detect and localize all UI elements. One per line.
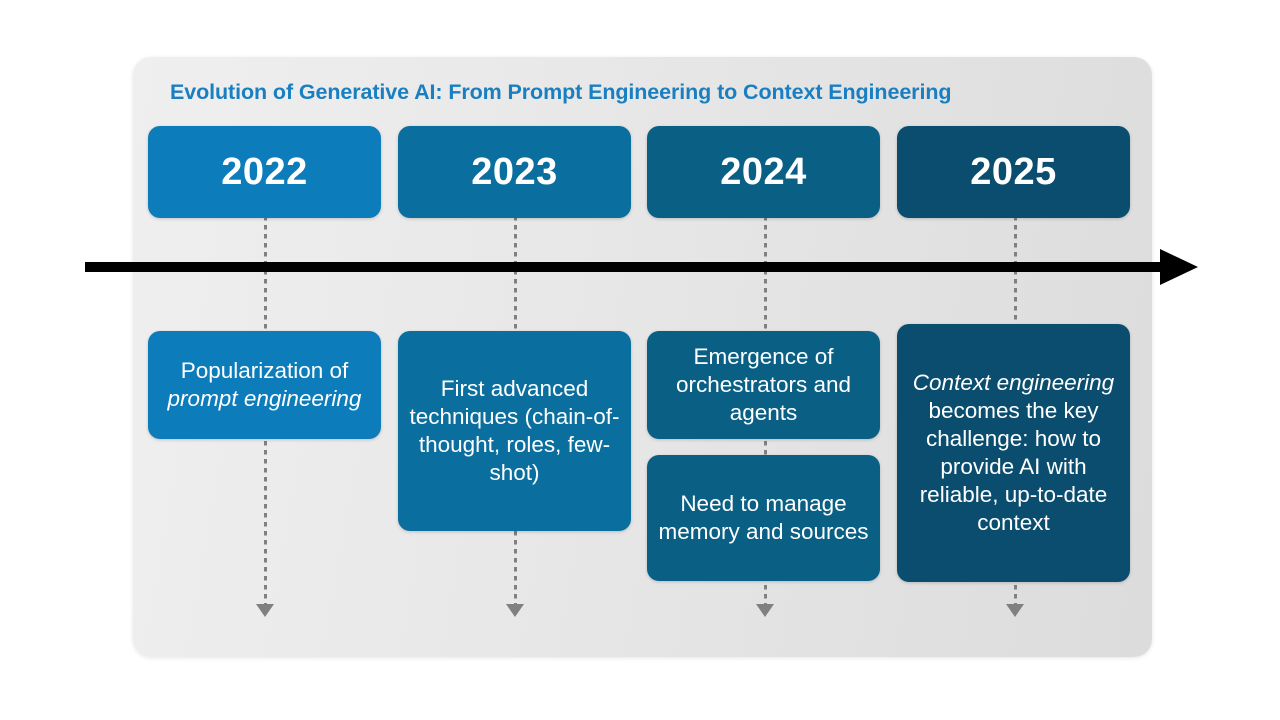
connector-arrow-down-icon-2025 — [1006, 604, 1024, 617]
content-card-text: Need to manage memory and sources — [658, 491, 869, 544]
content-card-text: Emergence of orchestrators and agents — [675, 344, 852, 425]
content-card-2024-1[interactable]: Emergence of orchestrators and agents — [647, 331, 880, 439]
content-card-text: Context engineering becomes the key chal… — [912, 370, 1115, 535]
timeline-arrow-shaft — [85, 262, 1178, 272]
year-box-2025[interactable]: 2025 — [897, 126, 1130, 218]
year-box-2022[interactable]: 2022 — [148, 126, 381, 218]
content-card-2024-2[interactable]: Need to manage memory and sources — [647, 455, 880, 581]
connector-arrow-down-icon-2022 — [256, 604, 274, 617]
connector-arrow-down-icon-2023 — [506, 604, 524, 617]
connector-arrow-down-icon-2024 — [756, 604, 774, 617]
content-card-2025-1[interactable]: Context engineering becomes the key chal… — [897, 324, 1130, 582]
year-box-2024[interactable]: 2024 — [647, 126, 880, 218]
content-card-2022-1[interactable]: Popularization of prompt engineering — [148, 331, 381, 439]
page-title: Evolution of Generative AI: From Prompt … — [170, 80, 952, 104]
timeline-arrow-head-icon — [1160, 249, 1198, 285]
content-card-text: Popularization of prompt engineering — [167, 358, 362, 411]
content-card-2023-1[interactable]: First advanced techniques (chain-of-thou… — [398, 331, 631, 531]
content-card-text: First advanced techniques (chain-of-thou… — [409, 376, 620, 485]
year-box-2023[interactable]: 2023 — [398, 126, 631, 218]
